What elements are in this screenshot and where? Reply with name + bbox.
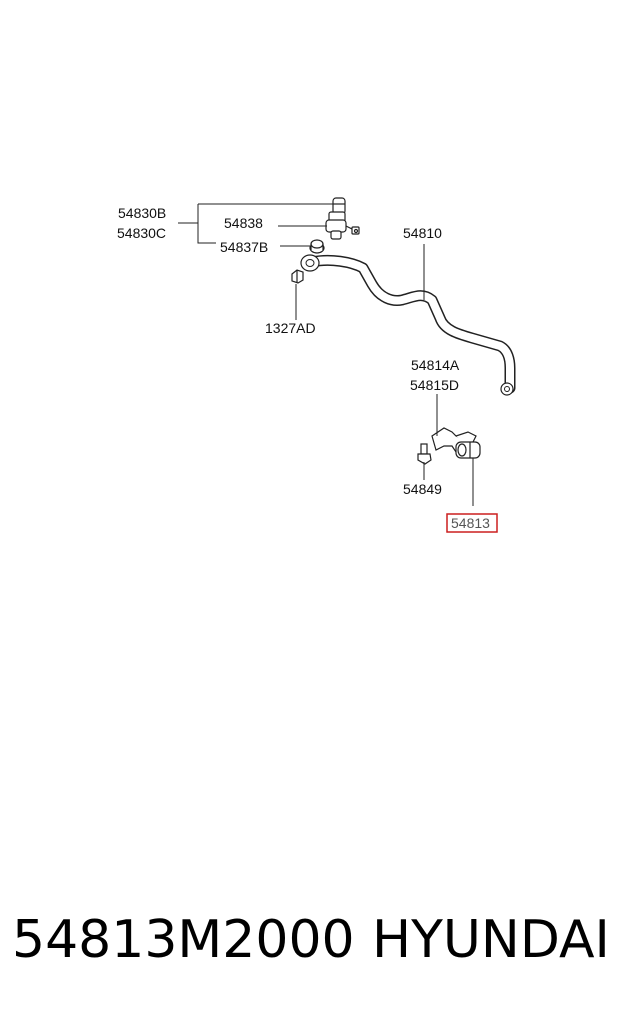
bushing-54837b	[309, 239, 325, 254]
label-54838: 54838	[224, 215, 263, 231]
label-54830c: 54830C	[117, 225, 166, 241]
stabilizer-link	[325, 197, 360, 240]
label-1327ad: 1327AD	[265, 320, 316, 336]
label-54810: 54810	[403, 225, 442, 241]
highlighted-part-callout[interactable]: 54813	[446, 513, 498, 533]
label-54813[interactable]: 54813	[451, 515, 490, 531]
bushing-54813	[455, 441, 481, 459]
label-54815d: 54815D	[410, 377, 459, 393]
label-54830b: 54830B	[118, 205, 166, 221]
diagram-svg: 54830B 54830C 54838 54837B 1327AD 54810 …	[117, 197, 516, 533]
nut-1327ad	[291, 269, 304, 284]
label-54814a: 54814A	[411, 357, 460, 373]
brand-name: HYUNDAI	[372, 910, 610, 970]
label-54837b: 54837B	[220, 239, 268, 255]
highlight-box	[446, 513, 498, 533]
bolt-54849	[417, 443, 432, 465]
part-number: 54813M2000	[12, 910, 355, 970]
stabilizer-bar	[300, 254, 516, 396]
label-54849: 54849	[403, 481, 442, 497]
footer: 54813M2000 HYUNDAI	[0, 905, 620, 975]
leader-lines	[178, 203, 474, 506]
